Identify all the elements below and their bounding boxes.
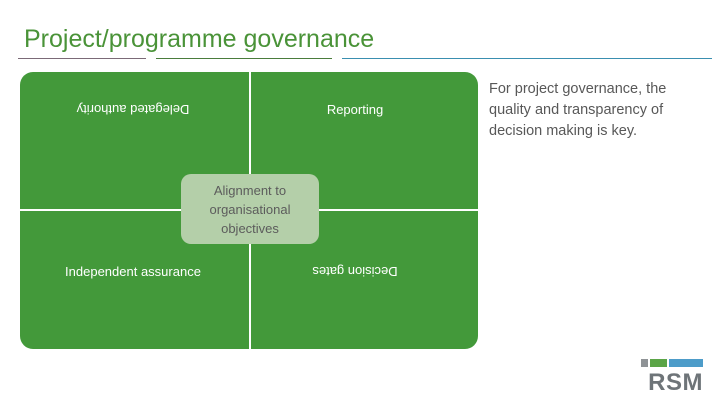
divider-segment-purple [18, 58, 146, 59]
quadrant-bottom-right-label: Decision gates [312, 264, 398, 279]
centre-alignment-label: Alignment to organisational objectives [209, 182, 291, 236]
rsm-logo: RSM [641, 359, 703, 397]
title-divider [18, 58, 712, 60]
logo-bar-green-icon [650, 359, 667, 367]
page-title: Project/programme governance [24, 25, 375, 53]
quadrant-top-right-label: Reporting [326, 102, 384, 117]
governance-quadrant-panel: Delegated authority Reporting Independen… [20, 72, 478, 349]
quadrant-top-left-label: Delegated authority [76, 102, 190, 117]
logo-bar-grey-icon [641, 359, 648, 367]
quadrant-bottom-left-label: Independent assurance [65, 264, 201, 279]
divider-segment-blue [342, 58, 712, 59]
logo-wordmark: RSM [648, 369, 703, 396]
divider-segment-green [156, 58, 332, 59]
centre-alignment-box: Alignment to organisational objectives [181, 174, 319, 244]
side-note-text: For project governance, the quality and … [489, 81, 667, 139]
logo-bar-blue-icon [669, 359, 703, 367]
